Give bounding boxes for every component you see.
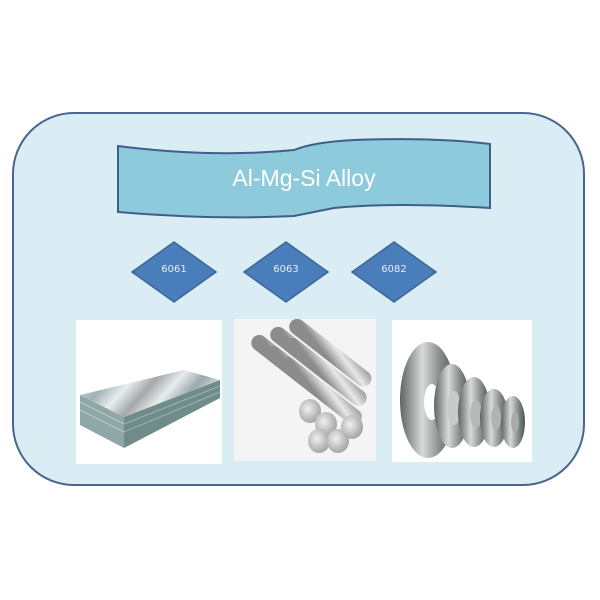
round-bars-illustration [251,319,372,453]
grade-6061-diamond: 6061 [129,240,219,304]
aluminum-coils-image [392,320,532,462]
sheet-plate-illustration [79,370,221,448]
title-banner: Al-Mg-Si Alloy [114,136,494,221]
strip-coils-illustration [400,342,525,458]
diamond-shape [242,241,330,303]
diamond-shape [350,241,438,303]
grade-label: 6082 [381,263,407,275]
grade-label: 6063 [273,263,299,275]
diamond-shape [130,241,218,303]
grade-label: 6061 [161,263,187,275]
diagram-title: Al-Mg-Si Alloy [232,165,376,191]
grade-6082-diamond: 6082 [349,240,439,304]
grade-6063-diamond: 6063 [241,240,331,304]
aluminum-sheet-image [76,320,222,464]
aluminum-bars-image [234,319,376,461]
wave-banner-shape [117,138,491,219]
